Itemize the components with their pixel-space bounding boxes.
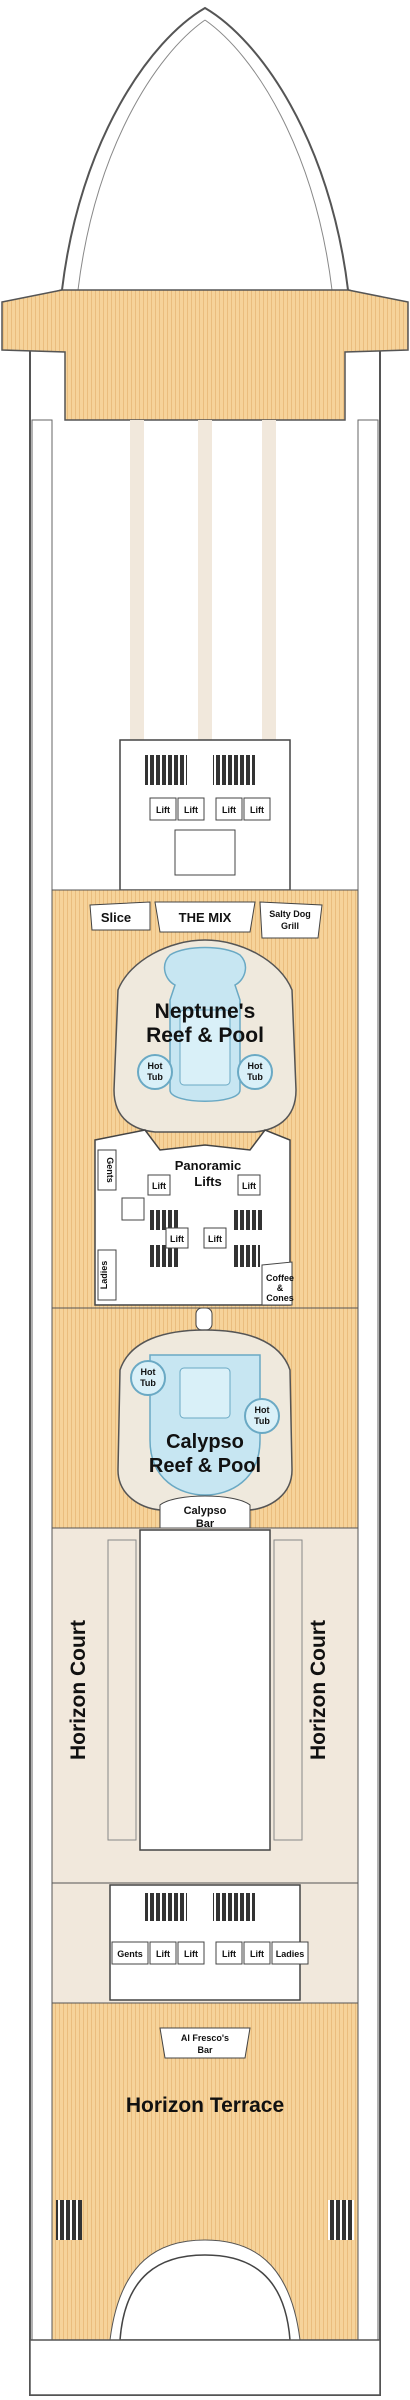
panoramic-lifts-label-line1: Panoramic: [175, 1158, 241, 1173]
bow-inner-line: [77, 19, 206, 291]
lift-label: Lift: [250, 805, 264, 815]
horizon-court-port-counter: [107, 1539, 137, 1841]
stairwell: [213, 1893, 255, 1921]
coffee-and-cones[interactable]: Coffee & Cones: [261, 1261, 294, 1306]
hot-tub-label-line1: Hot: [255, 1405, 270, 1415]
aft-pool-arch: [119, 2254, 291, 2341]
calypso-label-line1: Calypso: [166, 1431, 244, 1453]
lift-row: Lift Lift Lift Lift: [149, 797, 271, 821]
horizon-terrace-deck: [51, 2002, 359, 2341]
gents-label: Gents: [117, 1949, 143, 1959]
hot-tub-label-line1: Hot: [248, 1061, 263, 1071]
neptune-label-line2: Reef & Pool: [146, 1024, 264, 1047]
coffee-label-line1: Coffee: [266, 1273, 294, 1283]
calypso-label-line2: Reef & Pool: [149, 1455, 261, 1477]
salty-dog-label-line1: Salty Dog: [269, 909, 311, 919]
bow-inner-line: [204, 19, 333, 291]
hot-tub-label-line2: Tub: [254, 1416, 270, 1426]
lift-label: Lift: [156, 1949, 170, 1959]
salty-dog-grill[interactable]: Salty Dog Grill: [259, 901, 323, 939]
the-mix-bar[interactable]: THE MIX: [154, 901, 256, 933]
lift-label: Lift: [242, 1181, 256, 1191]
forward-sun-deck: [1, 289, 409, 421]
calypso-bar[interactable]: Calypso Bar: [159, 1495, 251, 1531]
hot-tub-label-line1: Hot: [141, 1367, 156, 1377]
hot-tub-label-line1: Hot: [148, 1061, 163, 1071]
aft-lift-row: Gents Lift Lift Lift Lift Ladies: [111, 1941, 309, 1965]
lift-label: Lift: [184, 1949, 198, 1959]
lift-label: Lift: [208, 1234, 222, 1244]
walkway-column: [262, 420, 276, 740]
starboard-side-rail: [357, 419, 379, 2371]
al-fresco-label-line2: Bar: [197, 2045, 213, 2055]
hot-tub[interactable]: Hot Tub: [237, 1054, 273, 1090]
lift-label: Lift: [170, 1234, 184, 1244]
coffee-label-line2: &: [277, 1283, 284, 1293]
coffee-label-line3: Cones: [266, 1293, 294, 1303]
lift-label: Lift: [184, 805, 198, 815]
stern-hull: [29, 2339, 381, 2396]
lift-lobby: [174, 829, 236, 876]
lift-label: Lift: [222, 1949, 236, 1959]
horizon-terrace-label: Horizon Terrace: [126, 2094, 284, 2117]
calypso-bar-label-line2: Bar: [196, 1518, 215, 1530]
ladies-label: Ladies: [276, 1949, 305, 1959]
slice-label: Slice: [101, 910, 131, 925]
walkway-column: [198, 420, 212, 740]
hot-tub[interactable]: Hot Tub: [137, 1054, 173, 1090]
horizon-court-starboard-counter: [273, 1539, 303, 1841]
stern-stair-starboard: [328, 2200, 354, 2240]
neptunes-reef-and-pool[interactable]: Neptune's Reef & Pool Hot Tub Hot Tub: [113, 939, 297, 1133]
hot-tub-label-line2: Tub: [247, 1072, 263, 1082]
hot-tub-label-line2: Tub: [147, 1072, 163, 1082]
horizon-court-port-label: Horizon Court: [67, 1620, 90, 1760]
al-fresco-label-line1: Al Fresco's: [181, 2033, 229, 2043]
walkway-column: [130, 420, 144, 740]
lift-label: Lift: [250, 1949, 264, 1959]
stern-stair-port: [56, 2200, 82, 2240]
neptune-label-line1: Neptune's: [155, 1000, 256, 1023]
panoramic-lifts-block: Gents Ladies Lift Lift Lift Lift Panoram…: [94, 1129, 291, 1306]
the-mix-label: THE MIX: [179, 910, 232, 925]
horizon-court-starboard-label: Horizon Court: [307, 1620, 330, 1760]
lift-label: Lift: [222, 805, 236, 815]
horizon-court-center: [139, 1529, 271, 1851]
panoramic-lifts-label-line2: Lifts: [194, 1174, 221, 1189]
stairwell: [213, 755, 255, 785]
stairwell: [145, 755, 187, 785]
hot-tub[interactable]: Hot Tub: [130, 1360, 166, 1396]
salty-dog-label-line2: Grill: [281, 921, 299, 931]
calypso-bar-label-line1: Calypso: [184, 1505, 227, 1517]
lift-label: Lift: [152, 1181, 166, 1191]
al-frescos-bar[interactable]: Al Fresco's Bar: [159, 2027, 251, 2059]
port-side-rail: [31, 419, 53, 2371]
lift-label: Lift: [156, 805, 170, 815]
gents-label: Gents: [105, 1157, 115, 1183]
hot-tub[interactable]: Hot Tub: [244, 1398, 280, 1434]
calypso-reef-and-pool[interactable]: Calypso Reef & Pool Hot Tub Hot Tub: [117, 1307, 293, 1511]
ladies-label: Ladies: [99, 1261, 109, 1290]
slice-outlet[interactable]: Slice: [89, 901, 151, 931]
hot-tub-label-line2: Tub: [140, 1378, 156, 1388]
stairwell: [145, 1893, 187, 1921]
